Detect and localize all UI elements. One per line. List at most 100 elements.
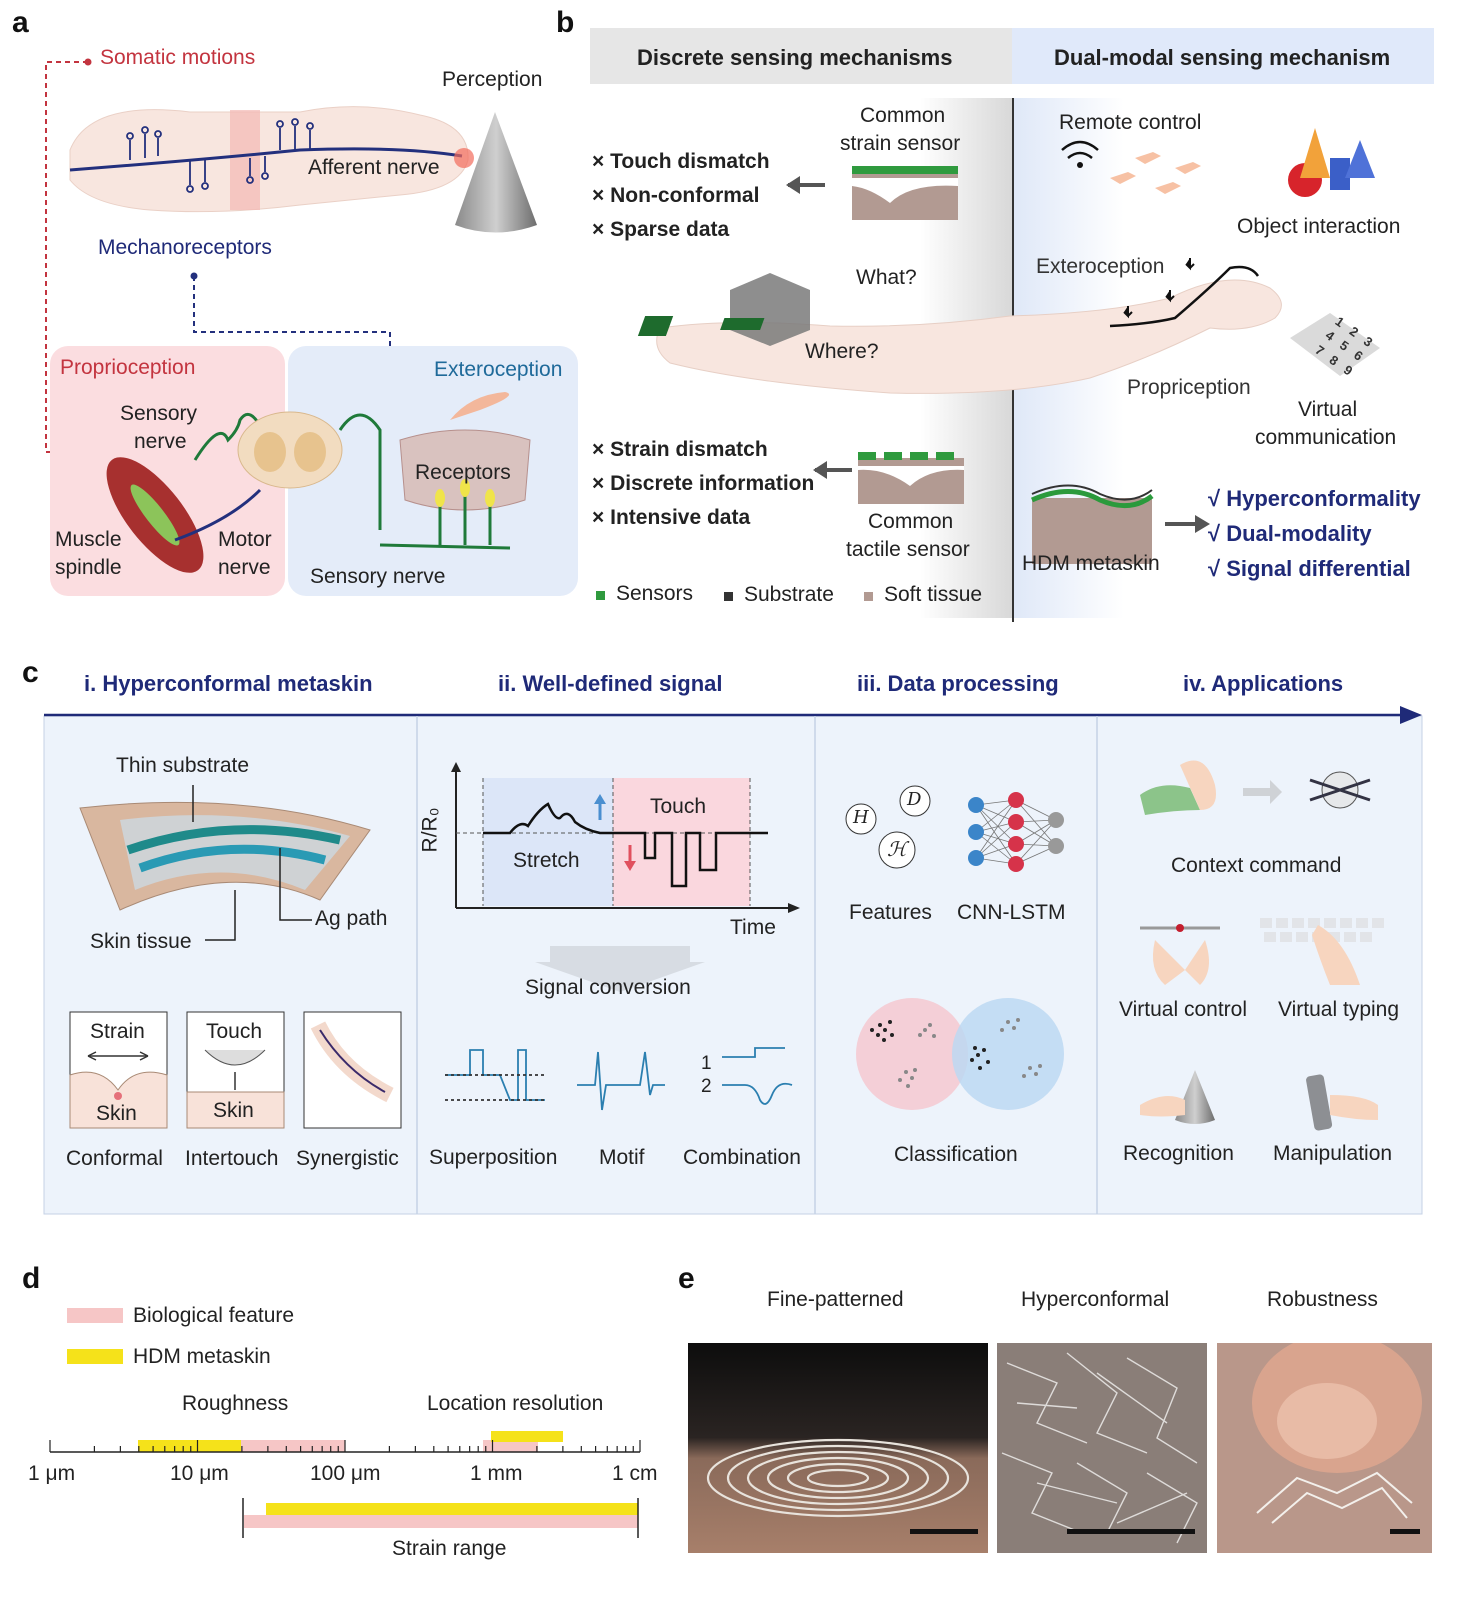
muscle-spindle-label-1: Muscle [55,528,122,551]
photo-title-robustness: Robustness [1267,1288,1378,1311]
panel-c-frame [43,706,1423,1215]
sensory-nerve-bottom-label: Sensory nerve [310,565,446,588]
touch-label: Touch [650,795,707,818]
pros-item: √ Dual-modality [1208,521,1372,546]
tick-1um: 1 μm [28,1462,76,1485]
cons-item: × Intensive data [592,506,751,529]
mode-intertouch: Intertouch [185,1147,279,1170]
photo-robustness [1217,1343,1432,1553]
comb-2-label: 2 [701,1076,712,1097]
panel-b-letter: b [556,6,575,39]
mode-synergistic: Synergistic [296,1147,399,1170]
box-strain-label: Strain [90,1020,145,1043]
mode-conformal: Conformal [66,1147,163,1170]
comb-1-label: 1 [701,1053,712,1074]
virtual-control-label: Virtual control [1119,998,1248,1021]
manipulation-label: Manipulation [1273,1142,1393,1165]
dual-modal-header: Dual-modal sensing mechanism [1054,45,1391,70]
photo-fine-patterned [688,1343,988,1553]
proprioception-label: Proprioception [60,356,196,379]
where-label: Where? [805,340,879,363]
strain-range-label: Strain range [392,1537,507,1560]
legend-swatch-substrate [724,592,733,601]
legend-bio-label: Biological feature [133,1304,295,1327]
virtual-communication-label-1: Virtual [1298,398,1358,421]
strain-hdm-bar [266,1503,638,1515]
skin-tissue-label: Skin tissue [90,930,192,953]
motor-nerve-label-1: Motor [218,528,272,551]
legend-hdm-swatch [67,1349,123,1364]
stretch-label: Stretch [513,849,580,872]
roughness-hdm-bar [138,1440,241,1452]
cons-item: × Discrete information [592,472,815,495]
hdm-metaskin-label: HDM metaskin [1022,552,1160,575]
perception-label: Perception [442,68,543,91]
location-bio-bar [483,1440,538,1452]
thin-substrate-label: Thin substrate [116,754,250,777]
signal-motif: Motif [599,1146,645,1169]
step-data-processing: iii. Data processing [857,671,1059,696]
ag-path-label: Ag path [315,907,388,930]
classification-label: Classification [894,1143,1018,1166]
feature-symbol-script-h: ℋ [887,837,907,861]
legend-swatch-soft-tissue [864,592,873,601]
legend-hdm-label: HDM metaskin [133,1345,271,1368]
photo-hyperconformal [997,1343,1207,1553]
signal-combination: Combination [683,1146,801,1169]
roughness-label: Roughness [182,1392,289,1415]
cons-item: × Touch dismatch [592,150,770,173]
feature-symbol-h: H [853,807,869,828]
step-applications: iv. Applications [1183,671,1344,696]
location-hdm-bar [491,1431,563,1442]
panel-a-illustration [45,58,578,596]
feature-symbol-d: D [907,789,922,810]
tactile-sensor-label-1: Common [868,510,954,533]
pros-item: √ Signal differential [1208,556,1411,581]
features-label: Features [849,901,932,924]
propriception-label: Propriception [1127,376,1251,399]
discrete-header: Discrete sensing mechanisms [637,45,953,70]
legend-bio-swatch [67,1308,123,1323]
legend-soft-tissue: Soft tissue [884,583,983,606]
chart-xlabel: Time [730,916,776,939]
mechanoreceptors-label: Mechanoreceptors [98,236,272,259]
legend-sensors: Sensors [616,582,694,605]
sensory-nerve-label-2: nerve [134,430,187,453]
cons-item: × Sparse data [592,218,730,241]
box-skin-label-1: Skin [96,1102,137,1125]
muscle-spindle-label-2: spindle [55,556,122,579]
panel-d-letter: d [22,1262,41,1295]
strain-bio-bar [244,1515,638,1528]
roughness-bio-bar [240,1440,345,1452]
panel-b-illustration [590,28,1434,622]
box-touch-label: Touch [206,1020,263,1043]
tick-100um: 100 μm [310,1462,381,1485]
scale-bars [138,1431,638,1528]
scale-axis [49,1431,641,1538]
afferent-nerve-label: Afferent nerve [308,156,440,179]
step-hyperconformal: i. Hyperconformal metaskin [84,671,373,696]
what-label: What? [856,266,917,289]
recognition-label: Recognition [1123,1142,1234,1165]
tick-1cm: 1 cm [612,1462,658,1485]
chart-ylabel: R/R₀ [418,807,442,853]
object-interaction-label: Object interaction [1237,215,1401,238]
tactile-sensor-label-2: tactile sensor [846,538,970,561]
box-skin-label-2: Skin [213,1099,254,1122]
panel-e-letter: e [678,1262,695,1295]
tick-10um: 10 μm [170,1462,229,1485]
context-command-label: Context command [1171,854,1342,877]
strain-sensor-label-1: Common [860,104,946,127]
photo-title-fine-patterned: Fine-patterned [767,1288,904,1311]
remote-control-label: Remote control [1059,111,1202,134]
cnn-lstm-label: CNN-LSTM [957,901,1066,924]
step-well-defined: ii. Well-defined signal [498,671,723,696]
legend-swatch-sensors [596,591,605,600]
cons-item: × Strain dismatch [592,438,768,461]
cons-item: × Non-conformal [592,184,760,207]
strain-sensor-label-2: strain sensor [840,132,961,155]
signal-conversion-label: Signal conversion [525,976,691,999]
virtual-typing-label: Virtual typing [1278,998,1400,1021]
signal-superposition: Superposition [429,1146,558,1169]
virtual-communication-label-2: communication [1255,426,1397,449]
